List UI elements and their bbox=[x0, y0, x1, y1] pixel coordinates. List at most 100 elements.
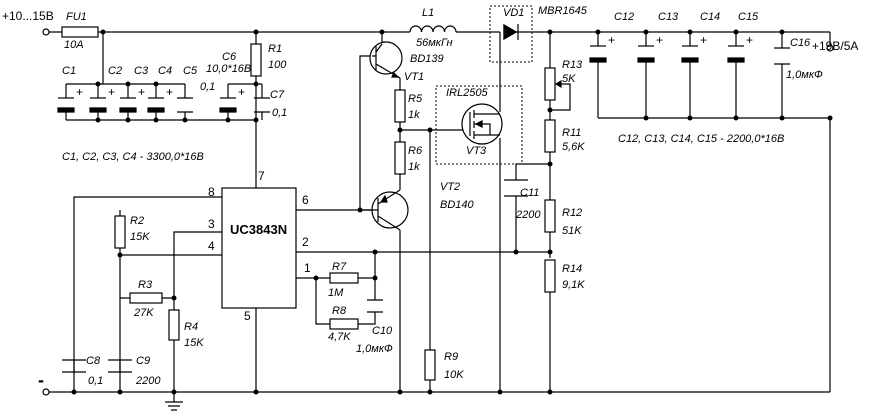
r5-value: 1k bbox=[408, 109, 420, 121]
ground-terminal bbox=[42, 388, 50, 396]
c16-value: 1,0мкФ bbox=[786, 69, 823, 81]
resistor-r12 bbox=[544, 199, 556, 233]
r4-value: 15K bbox=[184, 337, 204, 349]
c13-label: C13 bbox=[658, 11, 679, 23]
capacitor-c15 bbox=[727, 45, 745, 63]
r3-value: 27K bbox=[133, 307, 154, 319]
plus-c1: + bbox=[76, 85, 83, 99]
r8-label: R8 bbox=[332, 305, 347, 317]
vt2-label: VT2 bbox=[440, 181, 460, 193]
plus-c4: + bbox=[166, 85, 173, 99]
capacitor-c11 bbox=[504, 179, 528, 197]
c14-label: C14 bbox=[700, 11, 720, 23]
c5-label: C5 bbox=[183, 65, 198, 77]
ic-name: UC3843N bbox=[230, 222, 287, 237]
r3-label: R3 bbox=[138, 279, 153, 291]
resistor-r7 bbox=[329, 272, 359, 284]
resistor-r4 bbox=[168, 309, 180, 341]
resistor-r5 bbox=[394, 89, 406, 123]
pin-2: 2 bbox=[302, 235, 309, 249]
r12-value: 51K bbox=[562, 225, 582, 237]
capacitor-c13 bbox=[637, 45, 655, 63]
c6-label: C6 bbox=[222, 51, 237, 63]
pin-7: 7 bbox=[258, 169, 265, 183]
c4-label: C4 bbox=[158, 65, 172, 77]
c8-value: 0,1 bbox=[88, 375, 103, 387]
capacitor-c5 bbox=[177, 97, 193, 113]
c11-label: C11 bbox=[520, 187, 539, 199]
ground-symbol bbox=[165, 392, 183, 411]
fuse-fu1 bbox=[61, 26, 99, 38]
wires bbox=[48, 31, 831, 393]
r2-label: R2 bbox=[130, 215, 144, 227]
c6-value: 10,0*16В bbox=[206, 63, 251, 75]
r4-label: R4 bbox=[184, 321, 198, 333]
l1-label: L1 bbox=[422, 7, 434, 19]
c15-label: C15 bbox=[738, 11, 759, 23]
pin-4: 4 bbox=[208, 239, 215, 253]
inductor-l1 bbox=[409, 25, 457, 33]
c9-value: 2200 bbox=[135, 375, 161, 387]
r7-label: R7 bbox=[332, 261, 347, 273]
plus-c12: + bbox=[608, 33, 615, 47]
c1-label: C1 bbox=[62, 65, 76, 77]
capacitor-c4 bbox=[147, 97, 165, 113]
vout-label: +19В/5А bbox=[812, 39, 858, 53]
r11-label: R11 bbox=[562, 127, 581, 139]
r14-label: R14 bbox=[562, 263, 582, 275]
capacitor-c12 bbox=[589, 45, 607, 63]
vt3-label: VT3 bbox=[466, 145, 487, 157]
r6-value: 1k bbox=[408, 161, 420, 173]
r6-label: R6 bbox=[408, 145, 423, 157]
pin-8: 8 bbox=[208, 185, 215, 199]
r11-value: 5,6K bbox=[562, 141, 585, 153]
r2-value: 15K bbox=[130, 231, 150, 243]
c12-label: C12 bbox=[614, 11, 634, 23]
r1-label: R1 bbox=[268, 43, 282, 55]
capacitor-c9 bbox=[108, 359, 132, 373]
plus-c3: + bbox=[138, 85, 145, 99]
resistor-r1 bbox=[250, 43, 262, 77]
c10-label: C10 bbox=[372, 325, 393, 337]
plus-c13: + bbox=[656, 33, 663, 47]
plus-c6: + bbox=[238, 85, 245, 99]
capacitor-c1 bbox=[57, 97, 75, 113]
c9-label: C9 bbox=[136, 355, 150, 367]
r9-label: R9 bbox=[444, 351, 458, 363]
input-terminal bbox=[42, 28, 50, 36]
pin-5: 5 bbox=[244, 309, 251, 323]
ic-uc3843n bbox=[221, 187, 297, 309]
capacitor-c2 bbox=[89, 97, 107, 113]
transistor-vt3 bbox=[435, 85, 523, 165]
labels: +10...15В +19В/5А - FU1 10А L1 56мкГн VD… bbox=[2, 5, 858, 390]
c2-label: C2 bbox=[108, 65, 122, 77]
r1-value: 100 bbox=[268, 59, 287, 71]
vt1-type: BD139 bbox=[410, 53, 444, 65]
vt2-type: BD140 bbox=[440, 199, 475, 211]
resistor-r3 bbox=[129, 292, 163, 304]
r13-label: R13 bbox=[562, 59, 583, 71]
vd1-label: VD1 bbox=[503, 7, 524, 19]
vt3-type: IRL2505 bbox=[446, 87, 488, 99]
c8-label: C8 bbox=[86, 355, 101, 367]
fu1-value: 10А bbox=[64, 39, 84, 51]
resistor-r2 bbox=[114, 215, 126, 249]
r7-value: 1M bbox=[328, 287, 344, 299]
potentiometer-r13 bbox=[544, 67, 564, 101]
c3-label: C3 bbox=[134, 65, 149, 77]
pin-6: 6 bbox=[302, 193, 309, 207]
r9-value: 10K bbox=[444, 369, 464, 381]
transistor-vt1 bbox=[369, 41, 403, 79]
resistor-r8 bbox=[329, 318, 359, 330]
r14-value: 9,1K bbox=[562, 279, 585, 291]
capacitor-c6 bbox=[219, 97, 237, 113]
capacitor-c7 bbox=[254, 97, 270, 113]
capacitor-c10 bbox=[367, 299, 383, 313]
junctions bbox=[71, 29, 833, 395]
plus-c14: + bbox=[700, 33, 707, 47]
vt1-label: VT1 bbox=[404, 71, 424, 83]
vd1-value: MBR1645 bbox=[538, 5, 588, 17]
vin-label: +10...15В bbox=[2, 9, 54, 23]
c1-c4-note: C1, C2, C3, C4 - 3300,0*16В bbox=[62, 151, 204, 163]
